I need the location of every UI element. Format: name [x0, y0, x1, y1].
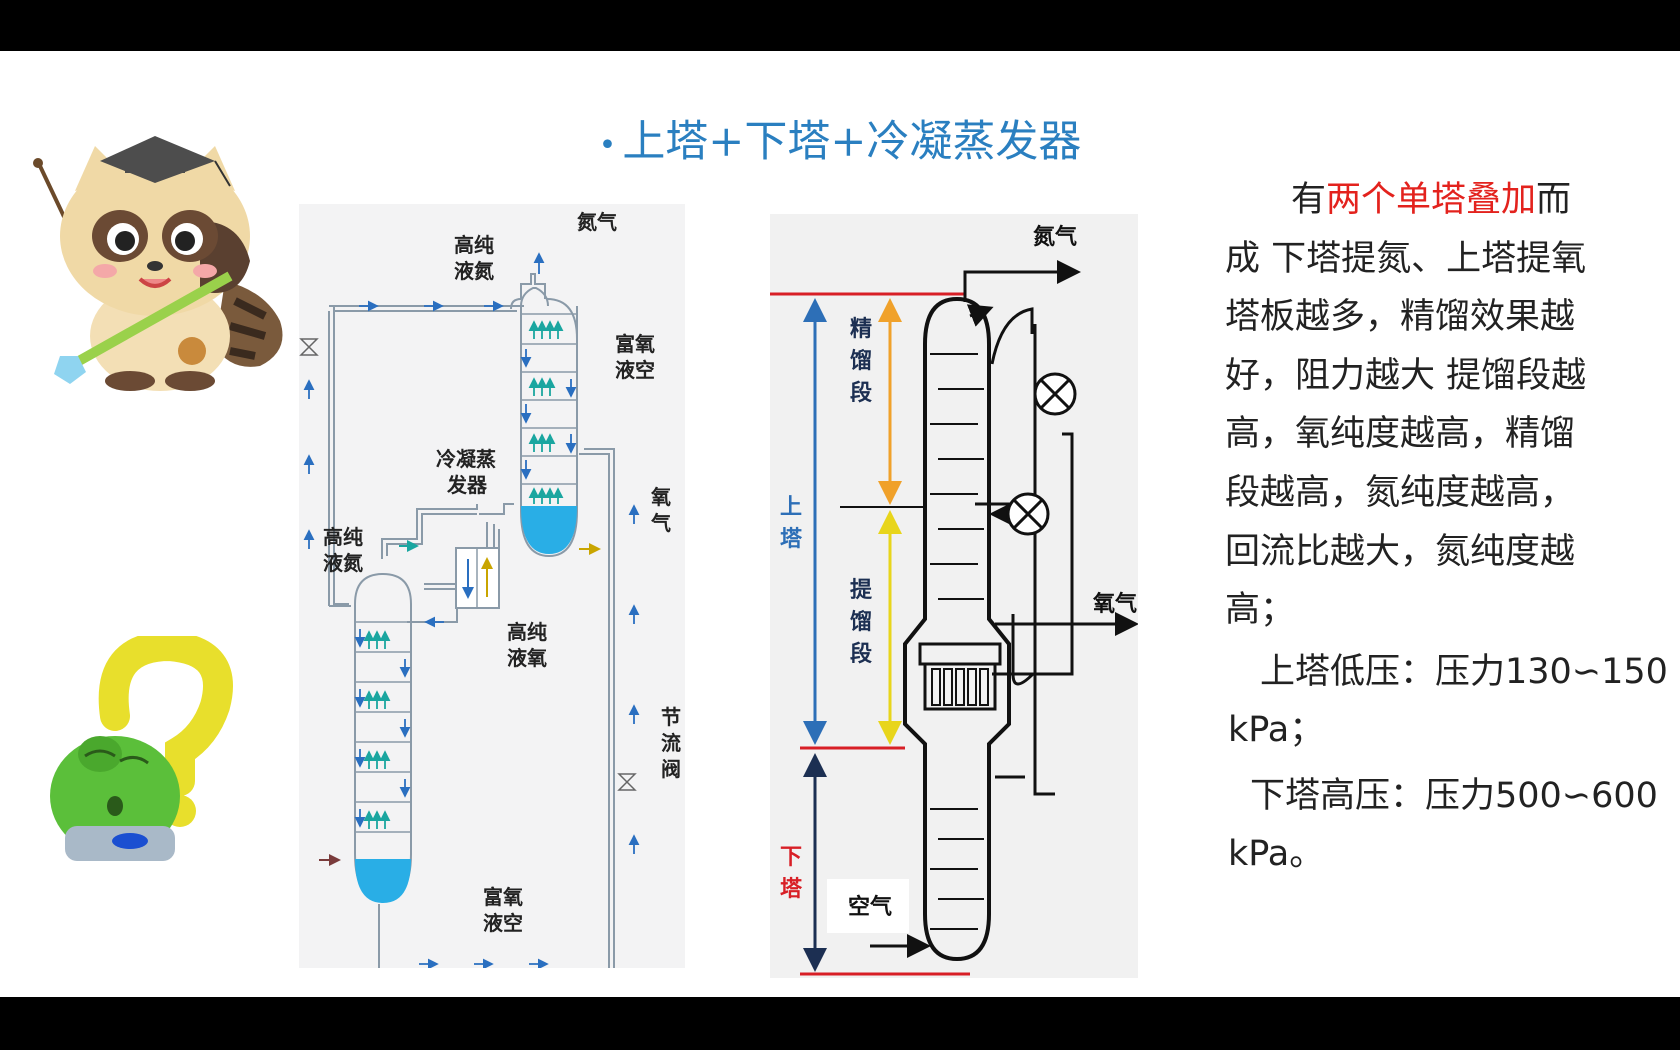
label-hp-liquid-n2-mid: 高纯液氮	[323, 525, 363, 575]
label-throttle-valve: 节流阀	[661, 705, 681, 781]
label-oxygen-gas-right: 氧气	[1092, 591, 1137, 617]
label-stripping-section: 提馏段	[850, 577, 873, 667]
description-paragraph: 有两个单塔叠加而成 下塔提氮、上塔提氧 塔板越多，精馏效果越好，阻力越大 提馏段…	[1225, 171, 1605, 640]
label-rich-o2-liquid-air-bottom: 富氧液空	[483, 885, 523, 935]
intro-highlight: 两个单塔叠加	[1326, 180, 1537, 220]
label-hp-liquid-n2-top: 高纯液氮	[454, 233, 494, 283]
label-rich-o2-liquid-air-top: 富氧液空	[615, 332, 655, 382]
label-rectifying-section: 精馏段	[850, 316, 872, 406]
intro-after: 而成 下塔提氮、上塔提氧 塔板越多，精馏效果越好，阻力越大 提馏段越高，氧纯度越…	[1225, 180, 1587, 631]
intro-before: 有	[1291, 180, 1327, 220]
label-oxygen-gas-left: 氧气	[650, 485, 671, 535]
process-flow-svg: 氮气 高纯液氮 富氧液空 冷凝蒸发器 氧气 高纯液氮 高纯液氧 节流阀 富氧液空	[299, 210, 681, 975]
label-hp-liquid-o2: 高纯液氧	[507, 620, 547, 670]
slide-title: •上塔+下塔+冷凝蒸发器	[598, 117, 1082, 167]
label-nitrogen-gas-right: 氮气	[1033, 224, 1077, 250]
slide: •上塔+下塔+冷凝蒸发器	[0, 51, 1680, 997]
label-condenser-evaporator: 冷凝蒸发器	[436, 447, 496, 497]
label-nitrogen-gas: 氮气	[577, 210, 617, 234]
label-upper-tower: 上塔	[780, 495, 803, 552]
column-schematic-svg: 氮气 精馏段 上塔 提馏段 氧气 下塔 空气	[770, 224, 1139, 976]
label-air: 空气	[848, 894, 892, 920]
frog-question-mascot-image	[50, 636, 233, 861]
lower-tower-pressure: 下塔高压：压力500∽600 kPa。	[1228, 776, 1658, 874]
label-lower-tower: 下塔	[780, 845, 803, 902]
upper-tower-pressure: 上塔低压：压力130∽150 kPa；	[1228, 652, 1668, 750]
column-schematic-diagram: 氮气 精馏段 上塔 提馏段 氧气 下塔 空气	[770, 214, 1139, 978]
raccoon-mascot-image	[33, 136, 283, 391]
process-flow-diagram: 氮气 高纯液氮 富氧液空 冷凝蒸发器 氧气 高纯液氮 高纯液氧 节流阀 富氧液空	[299, 204, 685, 975]
